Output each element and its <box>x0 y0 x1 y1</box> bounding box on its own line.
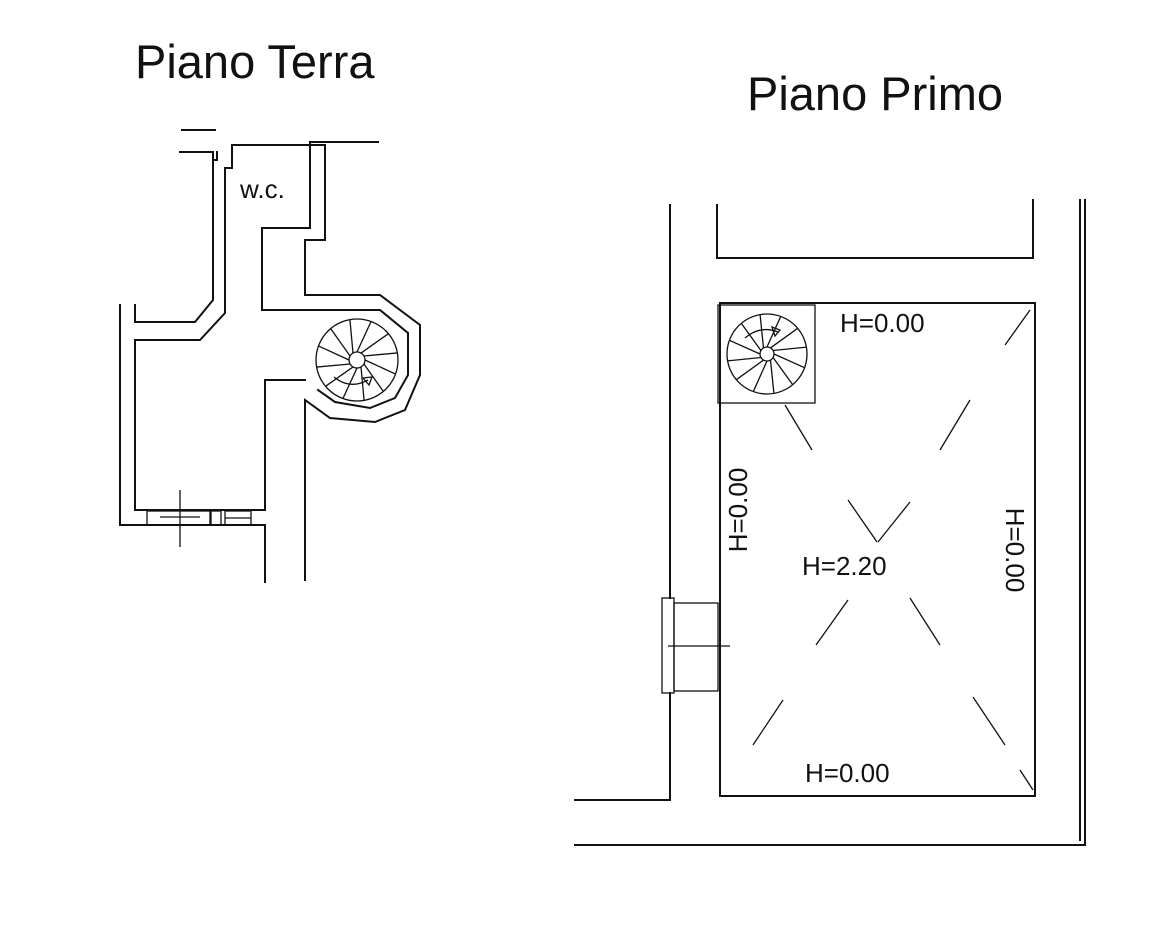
wc-label: w.c. <box>240 174 285 204</box>
first-window-sill <box>673 602 719 692</box>
height-label-left: H=0.00 <box>723 467 753 553</box>
stair-tread <box>356 321 372 353</box>
ground-corridor-right-wall <box>212 151 218 161</box>
ground-door-frame <box>146 510 211 526</box>
first-floor-title: Piano Primo <box>747 67 1003 120</box>
ground-room-inner-wall <box>134 144 421 581</box>
stair-tread <box>330 328 351 357</box>
stair-tread <box>773 353 805 369</box>
ground-floor-plan <box>119 129 421 583</box>
stair-tread <box>360 366 365 401</box>
ground-room-left-wall <box>134 339 306 511</box>
stair-tread <box>342 367 358 399</box>
first-stair-box <box>717 304 816 404</box>
stair-tread <box>727 356 762 362</box>
ground-outer-wall-left <box>119 304 266 526</box>
ground-door-jamb <box>210 510 222 526</box>
height-label-top: H=0.00 <box>840 308 925 338</box>
stair-tread <box>729 339 761 355</box>
height-label-right: H=0.00 <box>1000 507 1030 593</box>
first-floor-plan <box>574 199 1086 846</box>
stair-tread <box>363 363 384 392</box>
stair-tread <box>364 359 396 375</box>
stair-tread <box>360 333 389 354</box>
stair-tread <box>318 345 350 361</box>
stair-tread <box>759 314 765 349</box>
stair-tread <box>316 363 351 368</box>
first-outer-wall-left-lower <box>574 692 671 801</box>
stair-tread <box>772 346 807 352</box>
first-bottom-wall <box>574 199 1086 846</box>
stair-tread <box>735 359 764 381</box>
ground-stair-wall <box>261 309 409 410</box>
stair-tread <box>770 327 799 349</box>
first-main-room <box>719 302 1036 797</box>
first-spiral-staircase <box>726 313 808 395</box>
stair-tread <box>752 360 768 392</box>
ground-wc-wall <box>261 141 379 311</box>
ground-floor-title: Piano Terra <box>135 35 375 88</box>
ground-spiral-staircase <box>315 318 399 402</box>
first-top-room-wall <box>716 199 1034 259</box>
stair-tread <box>740 322 762 351</box>
stair-tread <box>325 366 354 387</box>
ground-corridor-left-wall <box>134 151 214 323</box>
first-roof-lines <box>752 309 1034 791</box>
stair-tread <box>769 359 775 394</box>
stair-tread <box>772 357 794 386</box>
height-label-center: H=2.20 <box>802 551 887 581</box>
stair-tread <box>349 319 354 354</box>
stair-tread <box>363 352 398 357</box>
height-label-bottom: H=0.00 <box>805 758 890 788</box>
